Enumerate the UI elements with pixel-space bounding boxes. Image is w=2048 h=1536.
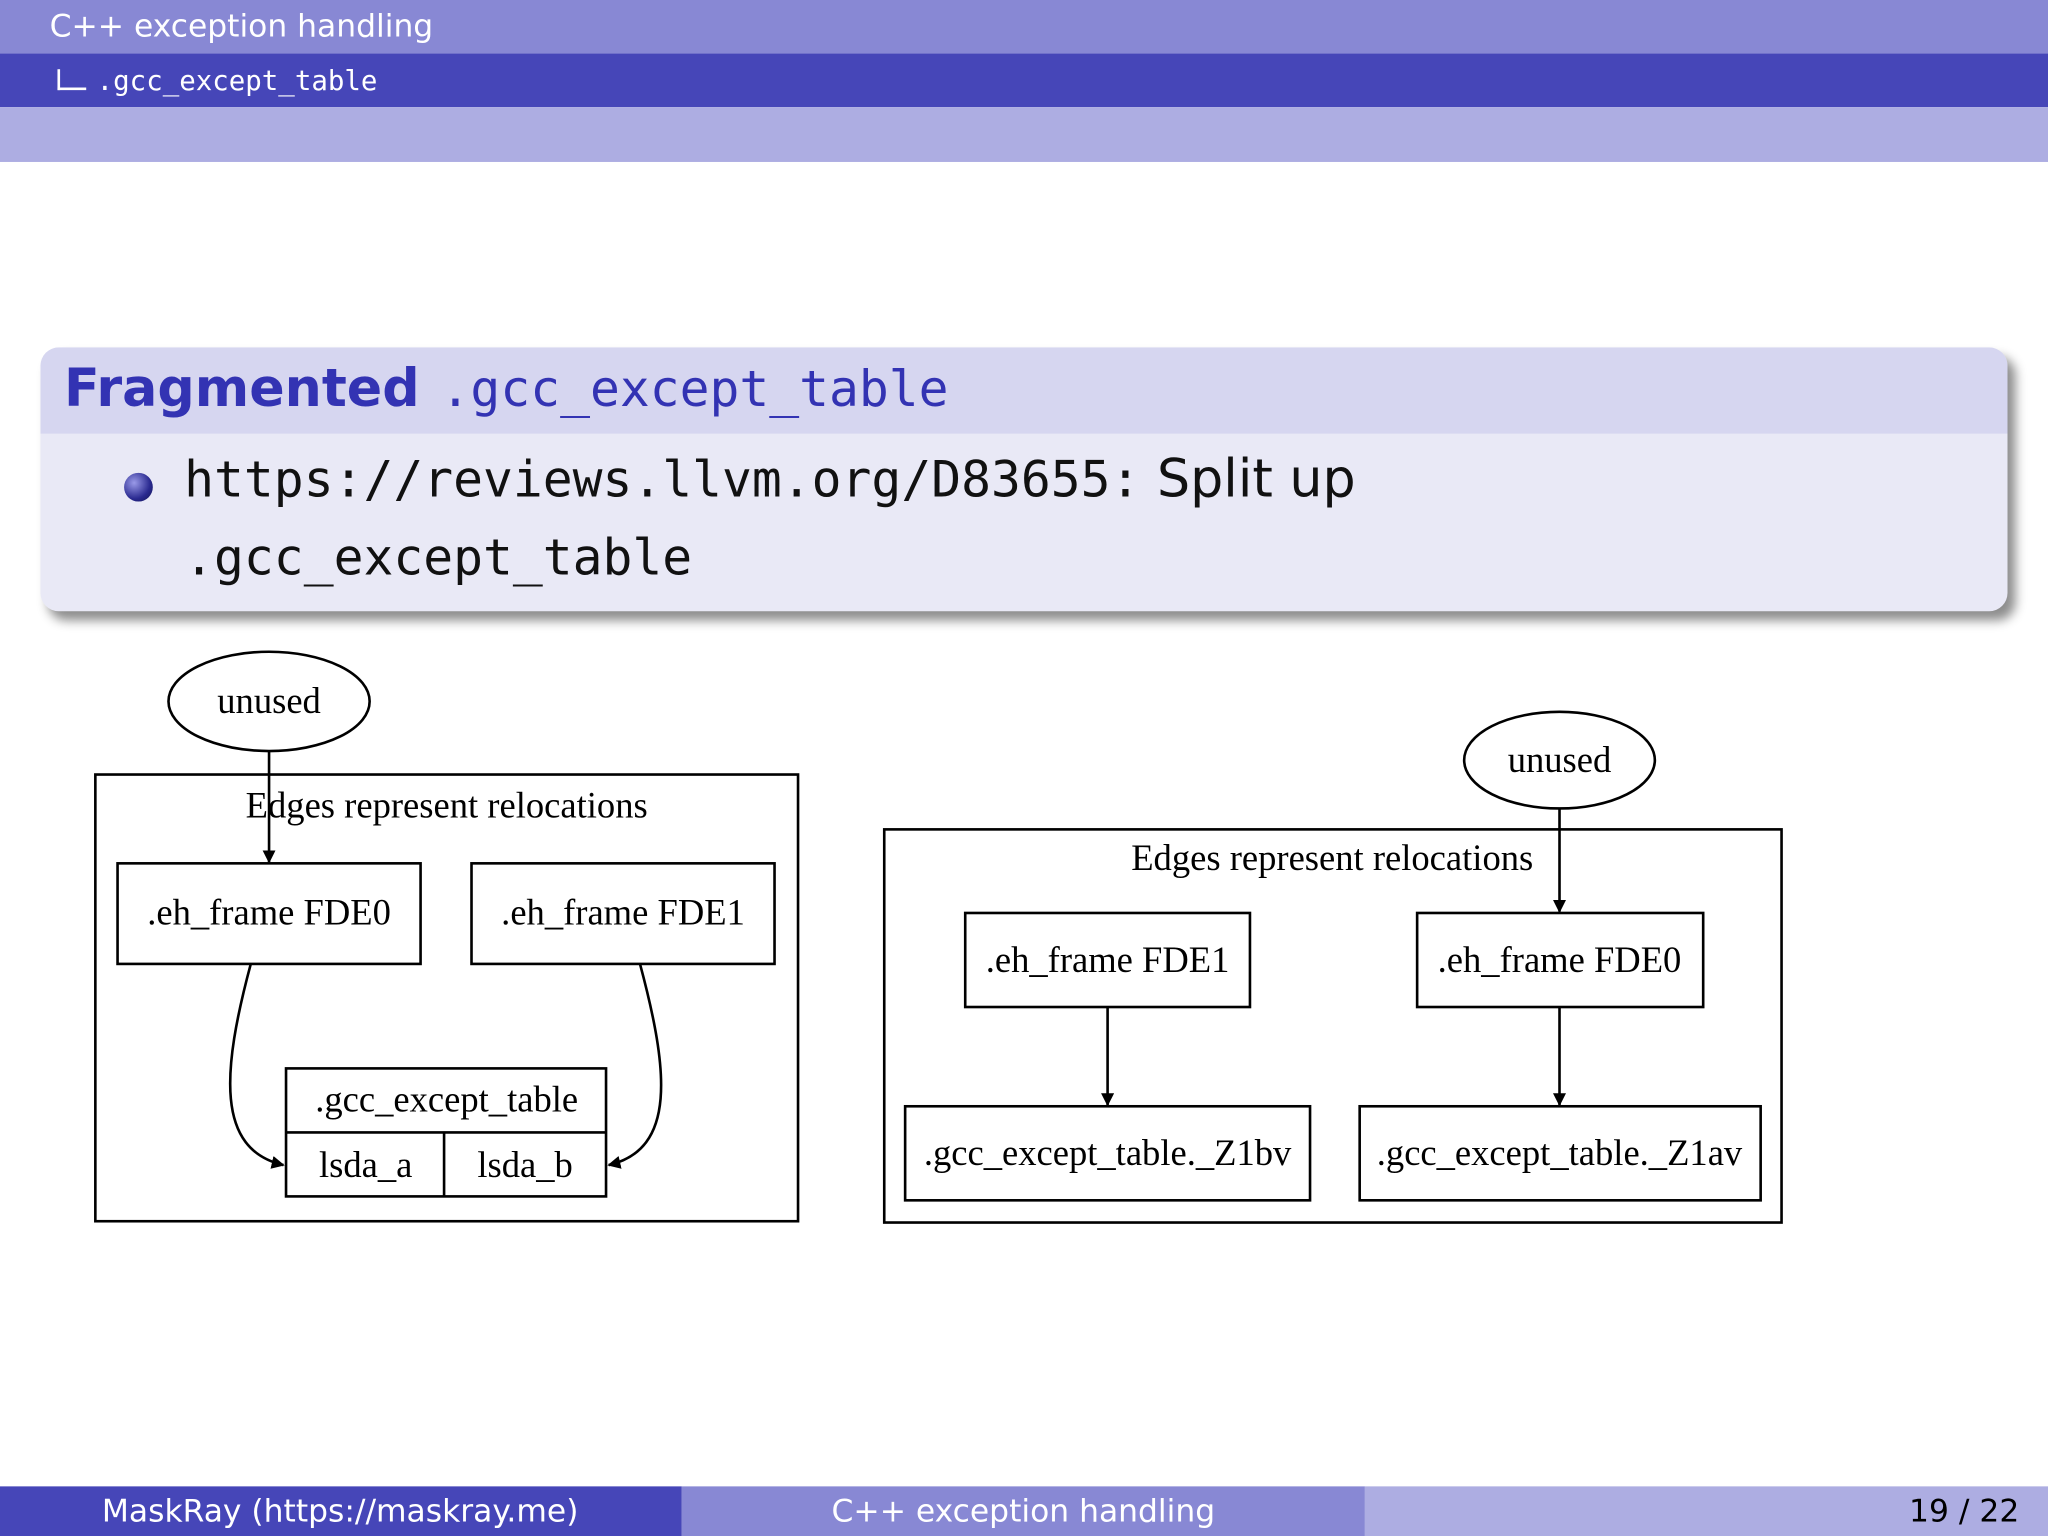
left-cluster-label: Edges represent relocations [246, 785, 648, 826]
right-z1av-node [1358, 1104, 1762, 1202]
footer-title: C++ exception handling [831, 1492, 1216, 1530]
right-cluster-label: Edges represent relocations [1131, 837, 1533, 878]
bullet-text-line2: .gcc_except_table [184, 528, 693, 587]
footer: MaskRay (https://maskray.me) C++ excepti… [0, 1486, 2048, 1536]
content-block: Fragmented .gcc_except_table https://revi… [40, 347, 2008, 612]
right-unused-label: unused [1508, 739, 1612, 780]
right-z1bv-node [903, 1104, 1312, 1202]
edge-fde0-lsda-a [228, 963, 285, 1169]
title-mono: .gcc_except_table [440, 360, 949, 418]
edge-fde1-lsda-b [607, 963, 663, 1169]
lsda-a-label: lsda_a [319, 1144, 412, 1185]
section-title[interactable]: C++ exception handling [49, 7, 434, 45]
title-bold: Fragmented [63, 359, 420, 420]
tree-corner-icon [57, 69, 87, 91]
left-diagram [94, 650, 800, 1223]
left-fde1-node [470, 862, 776, 966]
page-number: 19 / 22 [1908, 1492, 2020, 1530]
review-link[interactable]: https://reviews.llvm.org/D83655: [184, 450, 1141, 509]
subsection-title[interactable]: .gcc_except_table [96, 65, 378, 97]
right-diagram [882, 710, 1783, 1224]
right-cluster [882, 828, 1783, 1224]
left-unused-label: unused [217, 680, 321, 721]
bullet-text: Split up [1140, 449, 1356, 510]
footer-author: MaskRay (https://maskray.me) [101, 1492, 579, 1530]
left-fde0-label: .eh_frame FDE0 [147, 892, 391, 933]
lsda-b-label: lsda_b [477, 1144, 572, 1185]
right-fde0-label: .eh_frame FDE0 [1438, 939, 1682, 980]
right-z1av-label: .gcc_except_table._Z1av [1377, 1132, 1743, 1173]
header-subsection: .gcc_except_table [0, 53, 2048, 108]
bullet-icon [124, 472, 153, 502]
right-z1bv-label: .gcc_except_table._Z1bv [924, 1132, 1292, 1173]
header-spacer [0, 107, 2048, 162]
header-section: C++ exception handling [0, 0, 2048, 54]
right-fde1-label: .eh_frame FDE1 [986, 939, 1230, 980]
left-table-label: .gcc_except_table [315, 1079, 578, 1120]
left-fde1-label: .eh_frame FDE1 [501, 892, 745, 933]
block-title: Fragmented .gcc_except_table [40, 347, 2008, 434]
left-cluster [94, 773, 800, 1223]
left-fde0-node [116, 862, 422, 966]
